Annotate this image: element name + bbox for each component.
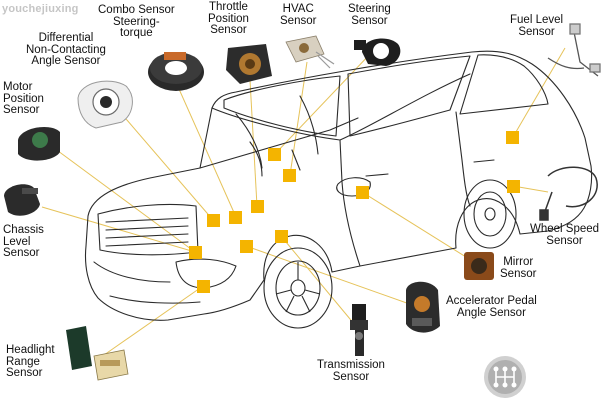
marker-mirror (356, 186, 369, 199)
leader-throttle (249, 79, 258, 207)
leader-fuel (512, 47, 566, 138)
windshield (223, 75, 341, 137)
fuel-sensor-part (547, 23, 601, 77)
marker-accel (240, 240, 253, 253)
steering-sensor-part (354, 38, 401, 66)
label-mirror-sensor: Mirror Sensor (500, 256, 537, 280)
label-wheel-speed-sensor: Wheel Speed Sensor (530, 223, 600, 247)
label-motor-position-sensor: Motor Position Sensor (3, 81, 44, 116)
label-throttle-sensor: Throttle Position Sensor (208, 1, 249, 36)
front-window (347, 55, 471, 137)
mirror-sensor-part (464, 252, 494, 280)
door-seam-front (339, 139, 361, 267)
throttle-sensor-part (226, 44, 272, 84)
door-seam-rear (455, 111, 471, 207)
hood-line (199, 117, 359, 169)
leader-motor (53, 147, 196, 253)
front-rim (275, 260, 321, 316)
front-wheel (263, 247, 333, 329)
leader-mirror (361, 191, 475, 263)
accelerator-sensor-part (406, 281, 440, 333)
sensor-parts (4, 23, 601, 398)
marker-steering (268, 148, 281, 161)
marker-fuel (506, 131, 519, 144)
steering-wheel-hint (249, 141, 301, 177)
rear-hub (484, 207, 496, 221)
lower-bumper (109, 295, 201, 304)
leader-accel (245, 245, 419, 308)
sensor-markers (189, 131, 520, 293)
car-body (84, 50, 593, 321)
label-differential-sensor: Differential Non-Contacting Angle Sensor (26, 32, 106, 67)
bumper-line (93, 261, 171, 283)
label-steering-sensor: Steering Sensor (348, 3, 391, 27)
combo-sensor-part (148, 52, 204, 91)
marker-differential (207, 214, 220, 227)
marker-combo (229, 211, 242, 224)
marker-headlight (197, 280, 210, 293)
marker-hvac (283, 169, 296, 182)
label-combo-sensor: Combo Sensor Steering- torque (98, 4, 175, 39)
rear-wheel (463, 179, 517, 249)
hvac-sensor-part (285, 35, 335, 69)
label-hvac-sensor: HVAC Sensor (280, 3, 317, 27)
marker-motor (189, 246, 202, 259)
label-chassis-level-sensor: Chassis Level Sensor (3, 224, 44, 259)
label-accelerator-sensor: Accelerator Pedal Angle Sensor (446, 295, 537, 319)
grille-bars (105, 217, 189, 247)
motor-sensor-part (18, 126, 60, 161)
rear-window (459, 54, 549, 115)
door-handle-rear (473, 159, 495, 163)
marker-transmission (275, 230, 288, 243)
label-transmission-sensor: Transmission Sensor (317, 359, 385, 383)
leader-combo (174, 79, 237, 218)
marker-wheel (507, 180, 520, 193)
rear-rim (473, 191, 507, 237)
watermark: youchejiuxing (2, 3, 79, 15)
interior-lines (235, 95, 319, 169)
marker-throttle (251, 200, 264, 213)
label-fuel-level-sensor: Fuel Level Sensor (510, 14, 564, 38)
headlight (175, 258, 237, 289)
differential-sensor-part (77, 80, 133, 129)
chassis-sensor-part (4, 184, 40, 216)
headlight-sensor-part (66, 326, 129, 381)
leader-transmission (280, 235, 356, 326)
leader-steering (273, 51, 373, 156)
wheel-speed-sensor-part (539, 166, 598, 221)
transmission-sensor-part (350, 304, 368, 356)
gear-shift-badge-icon (484, 356, 526, 398)
wheels (263, 179, 517, 329)
label-headlight-range-sensor: Headlight Range Sensor (6, 344, 55, 379)
front-hub (290, 279, 306, 297)
door-handle-front (365, 173, 389, 177)
